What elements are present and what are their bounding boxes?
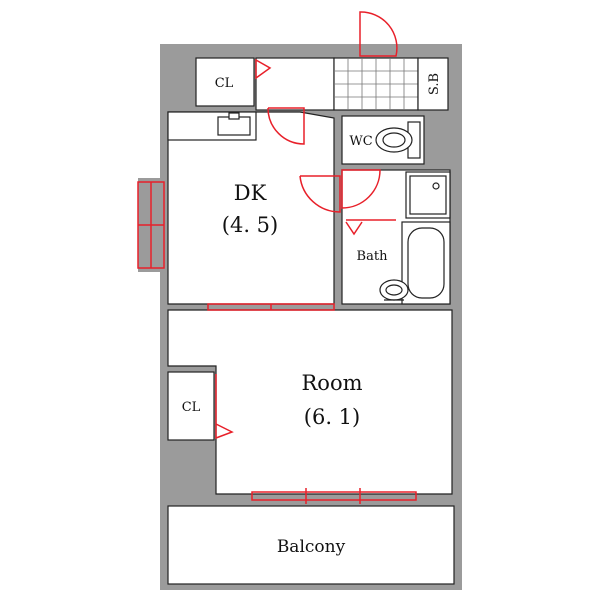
shoe-box-label: S.B	[427, 73, 442, 95]
wc-door	[341, 169, 381, 209]
bath-area: Bath	[341, 169, 451, 305]
toilet-icon	[375, 121, 421, 159]
balcony-window	[251, 491, 417, 501]
room-floor	[167, 309, 453, 495]
dining-kitchen: DK (4. 5)	[167, 111, 335, 305]
kitchen-faucet	[228, 112, 240, 120]
top-closet-door	[255, 58, 272, 80]
bathtub-inner	[407, 227, 445, 299]
dk-name: DK	[234, 181, 267, 205]
utility-door	[299, 175, 341, 213]
shoe-box	[417, 57, 449, 111]
top-closet: CL	[195, 57, 255, 107]
balcony-label: Balcony	[277, 537, 346, 557]
washbasin-icon	[379, 279, 409, 301]
room-closet: CL	[167, 371, 215, 441]
room-closet-label: CL	[182, 400, 201, 415]
tile-grid	[334, 58, 418, 110]
dk-floor	[167, 111, 335, 305]
top-closet-space	[195, 57, 255, 107]
bath-door	[345, 219, 396, 236]
entrance-door	[359, 11, 398, 57]
balcony-space	[167, 505, 455, 585]
entrance-floor	[255, 57, 335, 111]
entrance: S.B	[255, 57, 449, 111]
top-closet-label: CL	[215, 76, 234, 91]
washer-drain-icon	[432, 182, 440, 190]
dk-size: (4. 5)	[222, 213, 278, 237]
balcony: Balcony	[167, 505, 455, 585]
room-size: (6. 1)	[304, 405, 360, 429]
room-closet-space	[167, 371, 215, 441]
wc-label: WC	[349, 134, 372, 149]
main-room: Room (6. 1)	[167, 309, 453, 495]
dk-entry-door	[267, 107, 305, 145]
wc-room: WC	[341, 115, 425, 165]
openings	[137, 11, 417, 504]
room-name: Room	[301, 371, 362, 395]
kitchen-sink	[217, 116, 251, 136]
washer-inner	[409, 175, 447, 215]
room-closet-door	[215, 374, 234, 440]
bath-label: Bath	[357, 249, 389, 264]
